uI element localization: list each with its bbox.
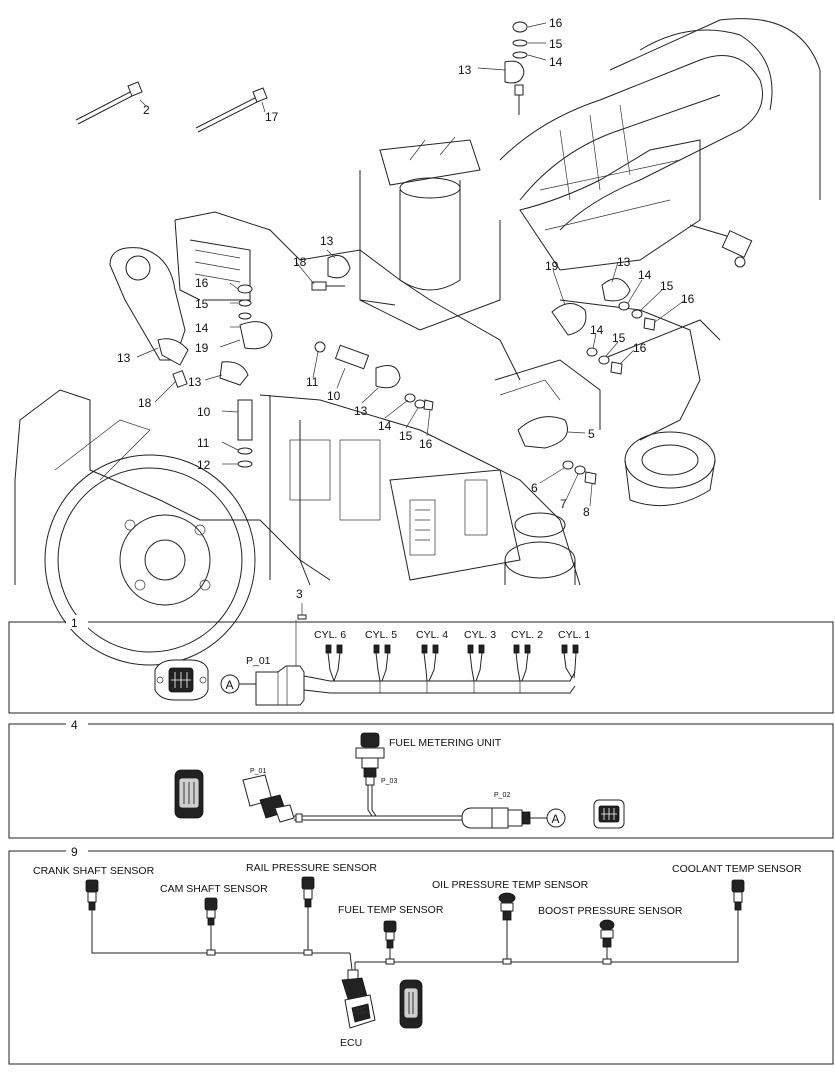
panel-number: 4 bbox=[71, 718, 78, 732]
ecu-connector bbox=[341, 969, 376, 1029]
cyl-3-pigtail bbox=[467, 644, 485, 682]
callout: 12 bbox=[197, 458, 211, 472]
callout: 10 bbox=[197, 405, 211, 419]
callout: 15 bbox=[399, 429, 413, 443]
cyl-4-pigtail bbox=[421, 644, 439, 682]
connector-face-icon bbox=[154, 659, 209, 701]
cyl-label: CYL. 4 bbox=[416, 629, 448, 641]
ref-letter: A bbox=[552, 812, 560, 826]
panel-frame bbox=[8, 621, 834, 714]
ecu-label: ECU bbox=[340, 1037, 362, 1049]
callout: 17 bbox=[265, 110, 279, 124]
callout: 13 bbox=[617, 255, 631, 269]
callout: 10 bbox=[327, 389, 341, 403]
cam-sensor-connector bbox=[204, 897, 218, 926]
hardware-parts bbox=[75, 21, 656, 485]
callout: 18 bbox=[293, 255, 307, 269]
callout: 14 bbox=[195, 321, 209, 335]
panel-1-injector-harness: 1 3 A P_01 CYL. 6 CYL. 5 CYL. 4 CYL. 3 C… bbox=[8, 587, 834, 714]
callout: 19 bbox=[195, 341, 209, 355]
callout: 16 bbox=[633, 341, 647, 355]
panel-number: 1 bbox=[71, 616, 78, 630]
callout: 15 bbox=[549, 37, 563, 51]
panel-frame bbox=[8, 723, 834, 839]
leader-lines bbox=[136, 22, 686, 507]
panel-9-sensor-harness: 9 CRANK SHAFT SENSOR CAM SHAFT SENSOR RA… bbox=[8, 844, 834, 1065]
crank-sensor-connector bbox=[85, 879, 99, 911]
callout: 13 bbox=[320, 234, 334, 248]
callout: 8 bbox=[583, 505, 590, 519]
cyl-2-pigtail bbox=[513, 644, 531, 682]
ref-a-bubble bbox=[546, 808, 566, 828]
sensor-label: CRANK SHAFT SENSOR bbox=[33, 865, 155, 877]
sensor-label: BOOST PRESSURE SENSOR bbox=[538, 905, 683, 917]
cable-tie-2 bbox=[75, 91, 133, 125]
connector-face-icon bbox=[593, 799, 625, 829]
cyl-label: CYL. 6 bbox=[314, 629, 346, 641]
main-connector bbox=[255, 665, 305, 706]
panel-number: 9 bbox=[71, 845, 78, 859]
panel-frame bbox=[8, 850, 834, 1065]
p03-label: P_03 bbox=[381, 778, 397, 785]
ref-letter: A bbox=[226, 678, 234, 692]
oil-pressure-sensor-connector bbox=[498, 892, 516, 921]
callout: 15 bbox=[612, 331, 626, 345]
p02-label: P_02 bbox=[494, 792, 510, 799]
spacer-10-left bbox=[237, 399, 253, 441]
callout: 11 bbox=[306, 375, 319, 389]
p01-label: P_01 bbox=[250, 768, 266, 775]
callout: 16 bbox=[681, 292, 695, 306]
sensor-label: OIL PRESSURE TEMP SENSOR bbox=[432, 879, 589, 891]
sensor-label: CAM SHAFT SENSOR bbox=[160, 883, 268, 895]
callout: 14 bbox=[378, 419, 392, 433]
clamp-19-left bbox=[239, 321, 273, 350]
callout: 13 bbox=[354, 404, 368, 418]
rail-pressure-sensor-connector bbox=[301, 876, 315, 908]
cyl-1-pigtail bbox=[561, 644, 579, 679]
callout: 15 bbox=[660, 279, 674, 293]
cyl-label: CYL. 1 bbox=[558, 629, 590, 641]
callout: 5 bbox=[588, 427, 595, 441]
fmu-label: FUEL METERING UNIT bbox=[389, 737, 502, 749]
large-connector-icon bbox=[174, 769, 204, 819]
callout: 2 bbox=[143, 103, 150, 117]
callout: 13 bbox=[458, 63, 472, 77]
cable-tie-17 bbox=[195, 97, 258, 133]
callout: 11 bbox=[197, 436, 210, 450]
callout: 13 bbox=[117, 351, 131, 365]
callout: 16 bbox=[419, 437, 433, 451]
callout: 16 bbox=[195, 276, 209, 290]
callout: 14 bbox=[549, 55, 563, 69]
engine-illustration bbox=[14, 18, 821, 666]
callout: 7 bbox=[560, 497, 567, 511]
callout: 15 bbox=[195, 297, 209, 311]
cyl-label: CYL. 5 bbox=[365, 629, 397, 641]
cyl-6-pigtail bbox=[325, 644, 343, 682]
callout: 19 bbox=[545, 259, 559, 273]
boost-pressure-sensor-connector bbox=[599, 919, 615, 948]
callout: 6 bbox=[531, 481, 538, 495]
callout: 3 bbox=[296, 587, 303, 601]
cyl-5-pigtail bbox=[373, 644, 391, 682]
coolant-temp-sensor-connector bbox=[731, 879, 745, 911]
connector-label: P_01 bbox=[246, 655, 271, 667]
callout: 13 bbox=[188, 375, 202, 389]
panel-4-fuel-metering-harness: 4 P_01 FUEL METERING UNIT P_03 P_02 bbox=[8, 717, 834, 839]
sensor-label: RAIL PRESSURE SENSOR bbox=[246, 862, 377, 874]
cyl-label: CYL. 2 bbox=[511, 629, 543, 641]
large-connector-icon bbox=[399, 979, 423, 1029]
callout: 14 bbox=[590, 323, 604, 337]
fuel-temp-sensor-connector bbox=[383, 920, 397, 949]
callout: 16 bbox=[549, 16, 563, 30]
sensor-label: FUEL TEMP SENSOR bbox=[338, 904, 444, 916]
callout: 14 bbox=[638, 268, 652, 282]
fuel-metering-unit-icon bbox=[355, 732, 385, 786]
callout-labels: 2 17 16 15 14 13 13 18 16 15 14 19 13 13… bbox=[117, 16, 695, 519]
sensor-label: COOLANT TEMP SENSOR bbox=[672, 863, 802, 875]
cyl-label: CYL. 3 bbox=[464, 629, 496, 641]
callout: 18 bbox=[138, 396, 152, 410]
